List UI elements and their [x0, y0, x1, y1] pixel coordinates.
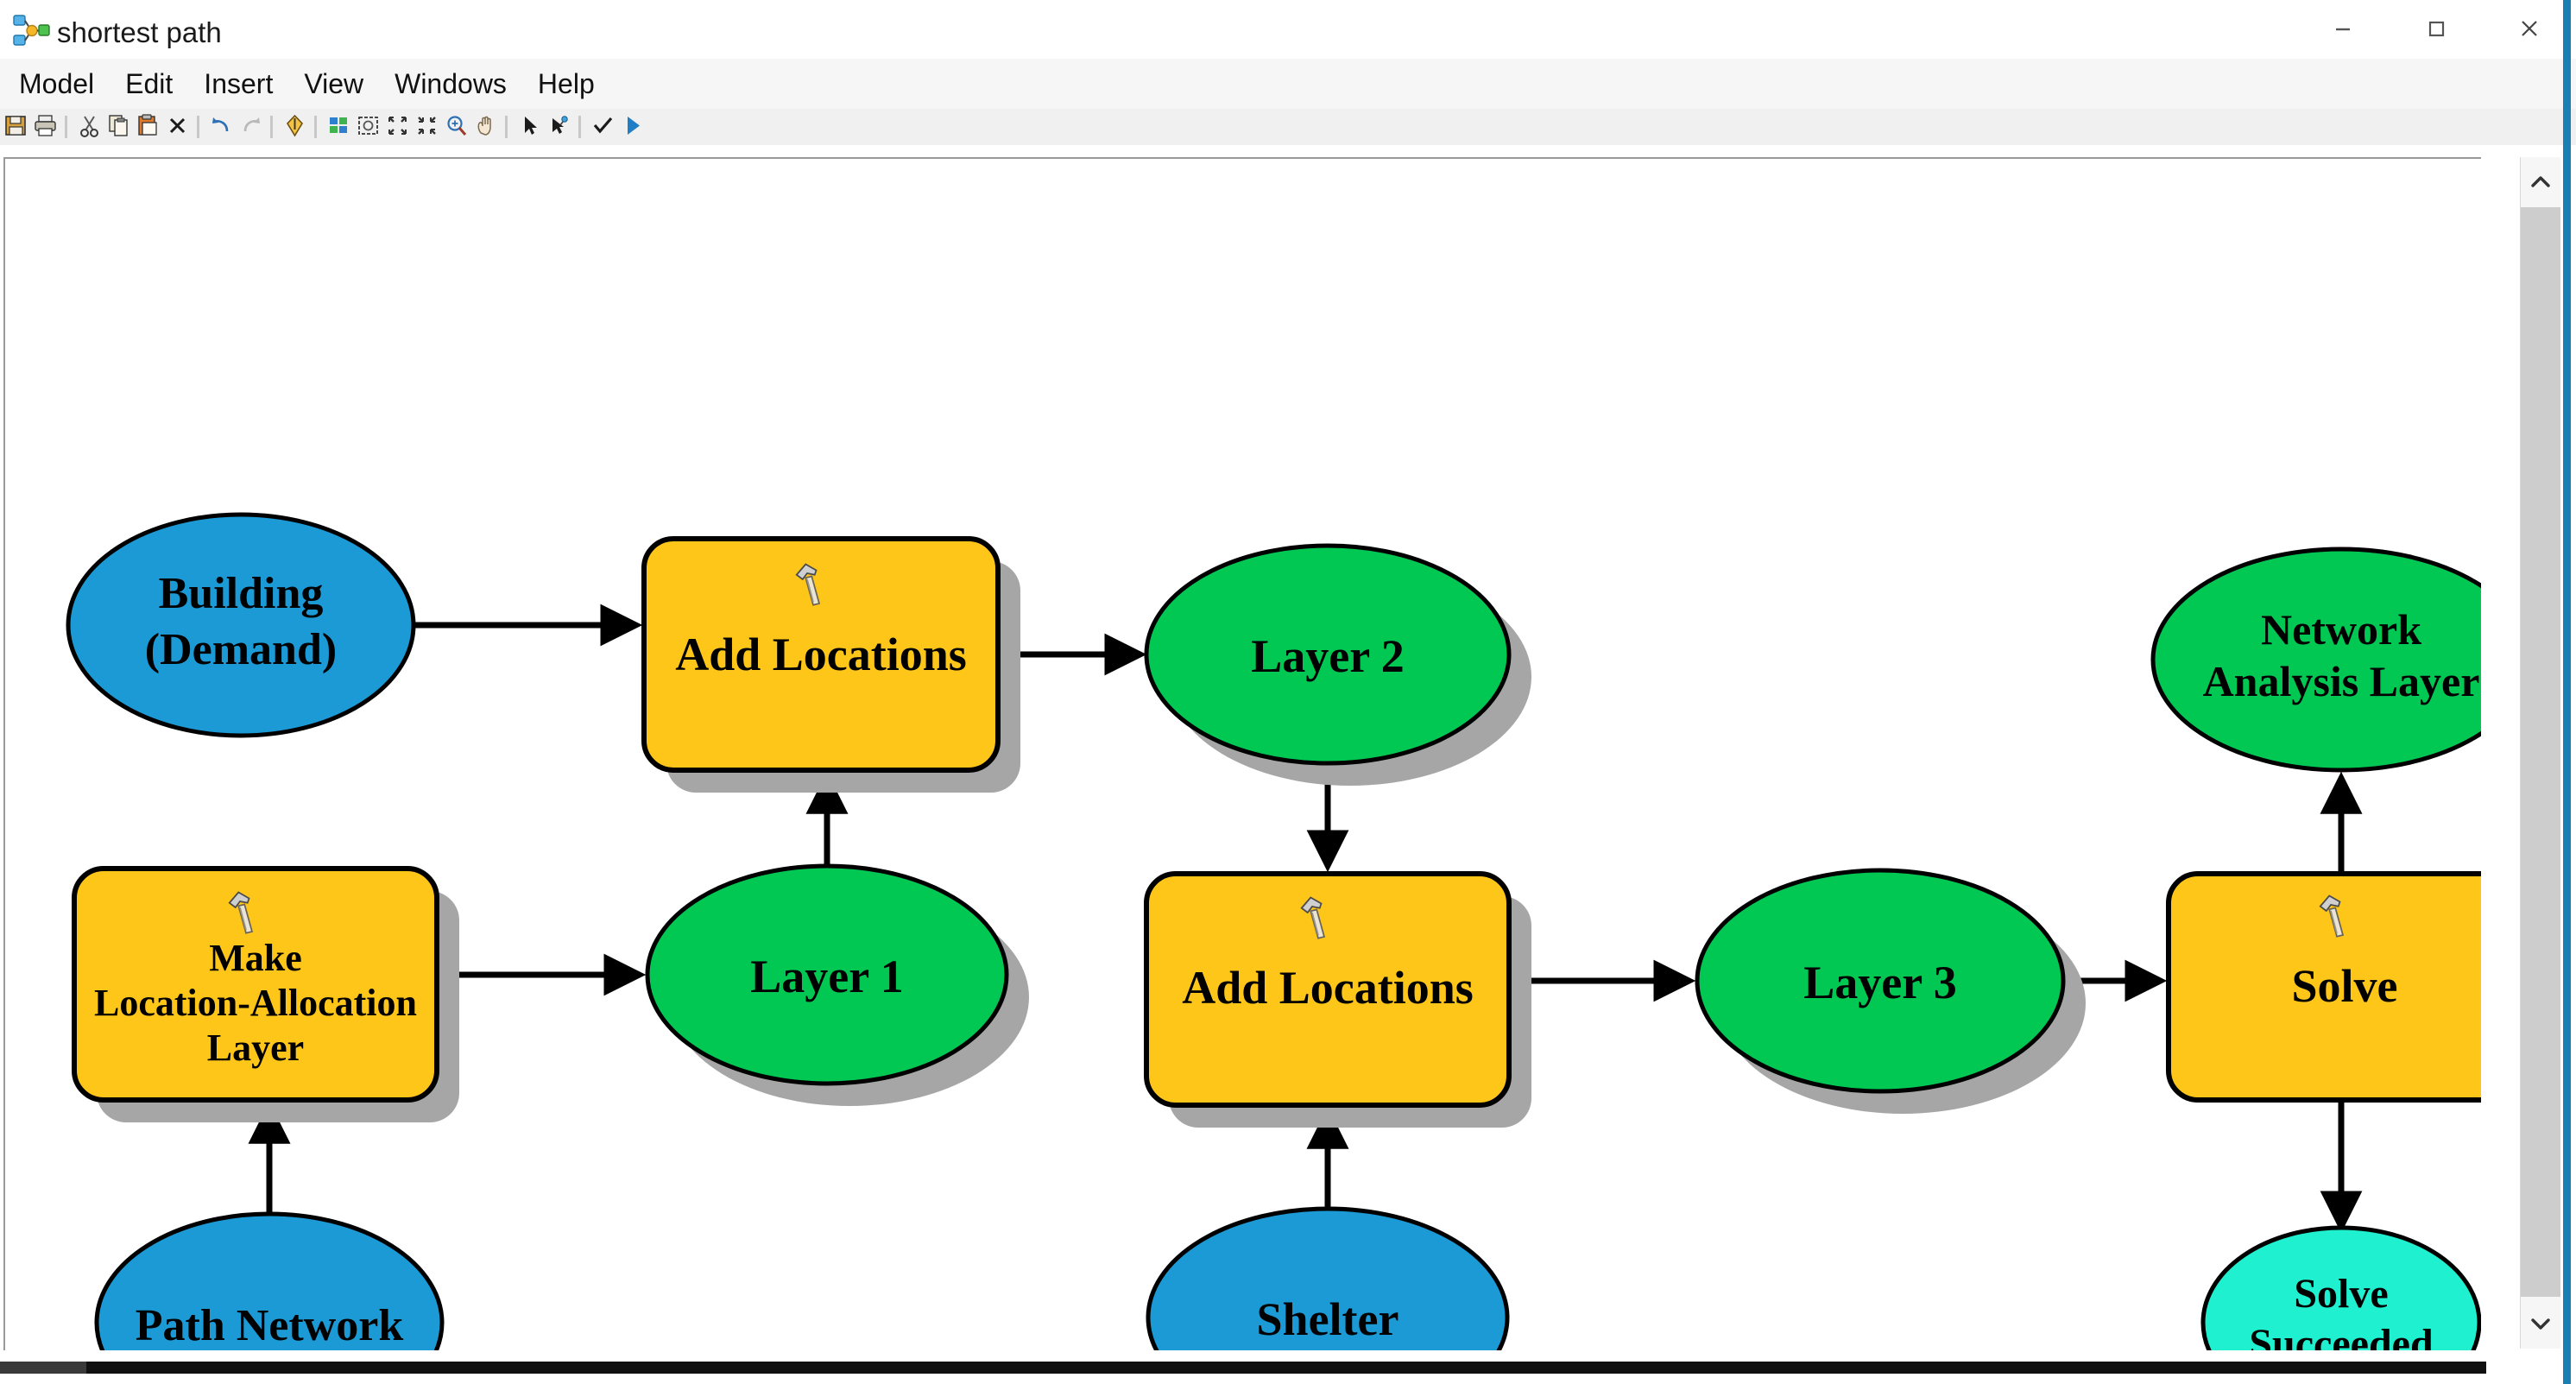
validate-check-icon[interactable] [590, 112, 616, 142]
model-diagram: Building (Demand) Add Locations Layer 2 … [66, 512, 2481, 1350]
node-solve[interactable]: Solve [2166, 871, 2481, 1103]
menu-item-help[interactable]: Help [537, 67, 595, 99]
node-solve-succeeded[interactable]: Solve Succeeded [2200, 1225, 2481, 1350]
title-bar: shortest path [0, 0, 2576, 59]
node-label-solve-succeeded-line2: Succeeded [2249, 1321, 2434, 1350]
select-pointer-icon[interactable] [516, 112, 543, 142]
node-label-layer-1: Layer 1 [750, 951, 903, 1002]
node-label-add-locations-1: Add Locations [675, 629, 967, 680]
paste-icon[interactable] [135, 112, 161, 142]
pan-tool-icon[interactable] [472, 112, 499, 142]
node-add-locations-2[interactable]: Add Locations [1144, 871, 1512, 1108]
close-button[interactable] [2483, 0, 2576, 57]
menu-item-insert[interactable]: Insert [204, 67, 274, 99]
menu-bar: Model Edit Insert View Windows Help [0, 59, 2576, 109]
add-data-icon[interactable] [281, 112, 308, 142]
scroll-up-button[interactable] [2521, 157, 2560, 207]
node-layer-1[interactable]: Layer 1 [645, 863, 1009, 1086]
toolbar-separator [197, 116, 199, 138]
node-label-make-loc-line3: Layer [207, 1027, 304, 1069]
node-path-network[interactable]: Path Network [94, 1211, 445, 1350]
undo-icon[interactable] [208, 112, 235, 142]
node-shelter[interactable]: Shelter [1146, 1206, 1510, 1350]
toolbar-separator [270, 116, 273, 138]
menu-item-windows[interactable]: Windows [395, 67, 507, 99]
toolbar-separator [578, 116, 581, 138]
connector-layer [248, 604, 2363, 1234]
node-building-demand[interactable]: Building (Demand) [66, 512, 416, 738]
copy-icon[interactable] [105, 112, 132, 142]
node-label-shelter: Shelter [1257, 1293, 1399, 1345]
vertical-scrollbar-track[interactable] [2521, 207, 2560, 1297]
node-label-layer-3: Layer 3 [1803, 957, 1956, 1008]
node-label-layer-2: Layer 2 [1251, 630, 1404, 682]
window-accent-edge [2563, 0, 2571, 1384]
chevron-up-icon [2531, 176, 2550, 187]
connect-tool-icon[interactable] [546, 112, 572, 142]
menu-item-model[interactable]: Model [19, 67, 95, 99]
close-icon [2522, 21, 2537, 36]
node-make-location-allocation-layer[interactable]: Make Location-Allocation Layer [72, 866, 439, 1103]
window-title: shortest path [57, 16, 222, 48]
node-network-analysis-layer[interactable]: Network Analysis Layer [2150, 547, 2481, 773]
toolbar-separator [505, 116, 508, 138]
model-builder-icon [12, 14, 50, 48]
node-label-path-network: Path Network [136, 1301, 404, 1350]
zoom-tool-icon[interactable] [443, 112, 470, 142]
full-extent-icon[interactable] [355, 112, 382, 142]
toolbar-separator [314, 116, 317, 138]
horizontal-scrollbar[interactable] [0, 1362, 2486, 1374]
model-canvas-frame: Building (Demand) Add Locations Layer 2 … [0, 149, 2576, 1384]
toolbar-separator [65, 116, 67, 138]
menu-item-edit[interactable]: Edit [125, 67, 174, 99]
model-canvas[interactable]: Building (Demand) Add Locations Layer 2 … [3, 157, 2481, 1350]
node-label-network-analysis-line2: Analysis Layer [2203, 657, 2480, 705]
minimize-button[interactable] [2296, 0, 2390, 57]
node-label-network-analysis-line1: Network [2261, 605, 2421, 654]
toolbar [0, 109, 2576, 145]
maximize-icon [2428, 21, 2445, 37]
node-label-make-loc-line2: Location-Allocation [94, 982, 417, 1024]
node-add-locations-1[interactable]: Add Locations [641, 536, 1001, 773]
node-label-add-locations-2: Add Locations [1182, 962, 1474, 1014]
auto-layout-icon[interactable] [325, 112, 352, 142]
maximize-button[interactable] [2390, 0, 2483, 57]
node-label-building-line1: Building [159, 569, 324, 618]
save-icon[interactable] [3, 112, 29, 142]
menu-item-view[interactable]: View [304, 67, 364, 99]
vertical-scrollbar[interactable] [2520, 157, 2560, 1349]
print-icon[interactable] [32, 112, 59, 142]
node-layer-3[interactable]: Layer 3 [1695, 868, 2066, 1094]
node-label-building-line2: (Demand) [145, 625, 337, 674]
zoom-in-extent-icon[interactable] [384, 112, 411, 142]
node-layer-2[interactable]: Layer 2 [1144, 543, 1512, 766]
chevron-down-icon [2531, 1318, 2550, 1330]
minimize-icon [2336, 28, 2350, 31]
horizontal-scrollbar-thumb[interactable] [0, 1362, 86, 1374]
node-label-solve: Solve [2291, 960, 2397, 1012]
cut-icon[interactable] [76, 112, 103, 142]
run-model-icon[interactable] [619, 112, 646, 142]
zoom-out-extent-icon[interactable] [414, 112, 440, 142]
node-label-make-loc-line1: Make [209, 937, 302, 979]
redo-icon[interactable] [237, 112, 264, 142]
node-label-solve-succeeded-line1: Solve [2294, 1271, 2388, 1317]
delete-icon[interactable] [164, 112, 191, 142]
scroll-down-button[interactable] [2521, 1299, 2560, 1349]
